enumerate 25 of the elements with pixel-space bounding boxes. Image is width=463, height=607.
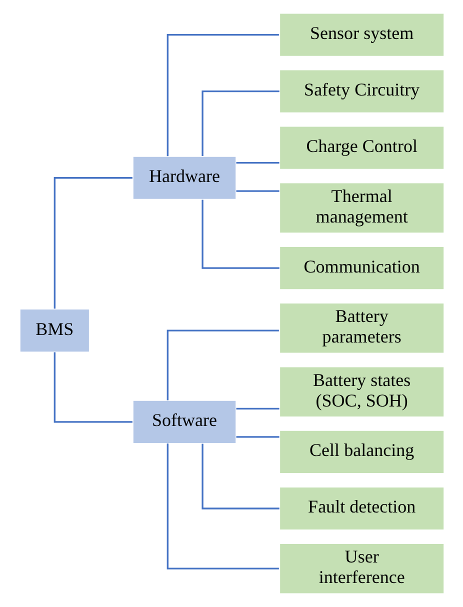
connector <box>201 444 279 510</box>
node-box: Battery parameters <box>278 302 444 354</box>
node-box: Charge Control <box>278 126 444 170</box>
connector <box>236 190 279 192</box>
node-box: Thermal management <box>278 182 444 234</box>
node-box: Sensor system <box>278 12 444 58</box>
connector <box>166 34 278 156</box>
connector <box>236 162 279 164</box>
node-box: Software <box>132 400 236 444</box>
node-box: Hardware <box>132 156 236 200</box>
connector <box>53 352 132 423</box>
node-box: Cell balancing <box>278 430 444 474</box>
node-box: Safety Circuitry <box>278 69 444 114</box>
connector <box>236 436 279 438</box>
node-box: BMS <box>18 308 90 353</box>
connector <box>53 177 132 309</box>
connector <box>166 330 278 400</box>
connector <box>201 90 279 156</box>
connector <box>236 408 279 410</box>
node-box: Battery states (SOC, SOH) <box>278 366 444 418</box>
node-box: Fault detection <box>278 486 444 531</box>
connector <box>201 200 279 269</box>
node-box: User interference <box>278 542 444 594</box>
node-box: Communication <box>278 246 444 290</box>
connector <box>166 444 278 570</box>
